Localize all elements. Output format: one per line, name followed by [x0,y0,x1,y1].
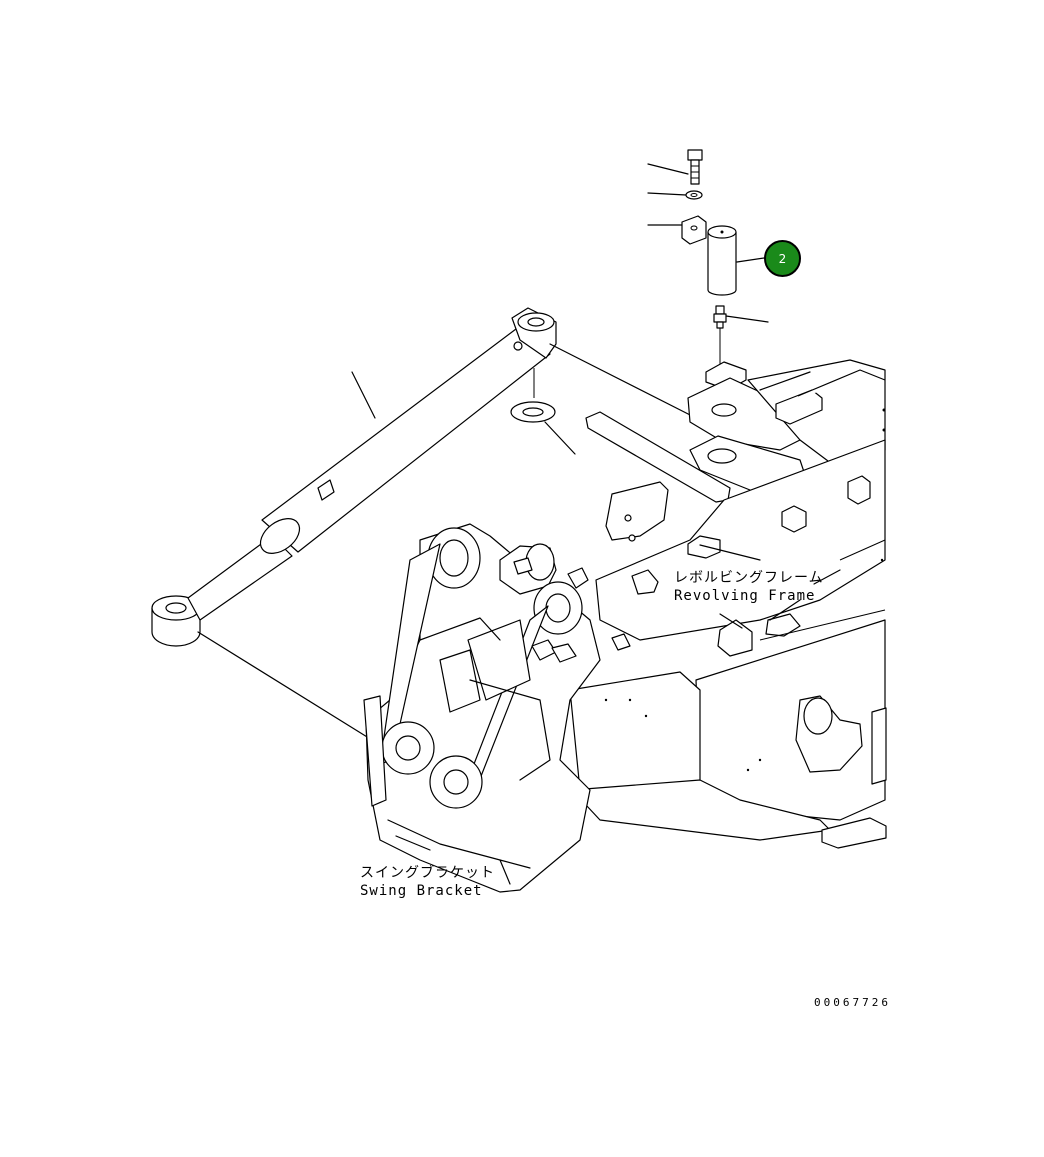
swing-bracket-label-en: Swing Bracket [360,883,483,899]
revolving-frame [569,359,887,849]
frame-details [604,408,886,772]
revolving-frame-leader-3 [719,613,743,629]
pin-leader [736,257,765,263]
cylinder-connection-line [197,631,373,741]
fitting-leader [725,315,769,323]
shim [510,401,556,423]
washer-leader [647,192,687,196]
bolt [687,149,703,185]
grease-fitting [713,305,727,329]
bolt-leader [647,163,689,175]
swing-bracket-label-jp: スイングブラケット [360,865,495,881]
cylinder-head-connection-line [549,343,701,421]
pin [707,225,737,296]
revolving-frame-leader-2 [813,569,841,585]
callout-number: 2 [778,251,787,266]
revolving-frame-label-en: Revolving Frame [674,588,816,604]
lock-plate [681,215,707,245]
shim-leader [544,421,576,455]
drawing-code: 00067726 [814,996,891,1009]
pin-assembly [647,149,769,370]
washer [685,190,703,200]
swing-cylinder [151,307,557,647]
revolving-frame-leader [699,544,761,561]
revolving-frame-leader-4 [769,599,801,621]
revolving-frame-label-jp: レボルビングフレーム [674,570,824,586]
part-callout-2[interactable]: 2 [764,240,801,277]
swing-bracket [363,523,601,893]
cylinder-leader [351,371,376,419]
